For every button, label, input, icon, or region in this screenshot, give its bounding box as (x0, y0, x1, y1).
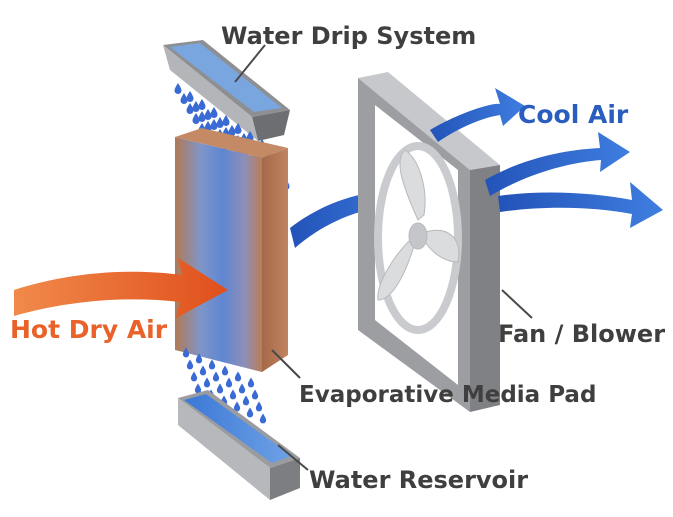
water-drop-icon (204, 109, 212, 120)
arrow-icon (430, 88, 525, 142)
water-drop-icon (194, 383, 202, 394)
water-drop-icon (210, 119, 218, 130)
water-drop-icon (210, 107, 218, 118)
evaporative-media-pad (175, 128, 288, 372)
water-drop-icon (208, 359, 216, 370)
leader-lines (234, 44, 533, 471)
water-drop-icon (251, 389, 259, 400)
label-evaporative-media-pad: Evaporative Media Pad (299, 382, 596, 408)
water-drop-icon (186, 359, 194, 370)
label-hot-dry-air: Hot Dry Air (10, 315, 168, 344)
fan-icon (377, 149, 460, 301)
water-drop-icon (190, 371, 198, 382)
water-drop-icon (259, 413, 267, 424)
water-drop-icon (180, 93, 188, 104)
water-drop-icon (199, 365, 207, 376)
label-fan-blower: Fan / Blower (498, 320, 665, 348)
arrow-icon (485, 132, 630, 196)
arrow-icon (498, 182, 663, 228)
water-drop-icon (198, 111, 206, 122)
water-reservoir (178, 390, 300, 500)
water-drop-icon (212, 371, 220, 382)
hot-air-arrow-icon (14, 258, 228, 318)
water-drop-icon (238, 383, 246, 394)
label-cool-air: Cool Air (518, 100, 629, 129)
water-drop-icon (174, 83, 182, 94)
water-drip-trough (163, 40, 290, 141)
water-drop-icon (255, 401, 263, 412)
water-drop-icon (216, 117, 224, 128)
water-drop-icon (242, 395, 250, 406)
water-drop-icon (247, 377, 255, 388)
water-drop-icon (186, 91, 194, 102)
water-drop-icon (203, 377, 211, 388)
water-drop-icon (186, 103, 194, 114)
water-drop-icon (216, 383, 224, 394)
water-drop-icon (246, 407, 254, 418)
label-water-drip-system: Water Drip System (221, 22, 476, 50)
water-drop-icon (221, 365, 229, 376)
fan-blower (358, 72, 500, 412)
water-drop-icon (228, 125, 236, 136)
water-drop-icon (198, 99, 206, 110)
water-drop-icon (192, 101, 200, 112)
water-drop-icon (234, 371, 242, 382)
water-drop-icon (229, 389, 237, 400)
label-water-reservoir: Water Reservoir (309, 466, 528, 494)
cool-air-arrows (430, 88, 663, 228)
water-drop-icon (192, 113, 200, 124)
water-drop-icon (225, 377, 233, 388)
